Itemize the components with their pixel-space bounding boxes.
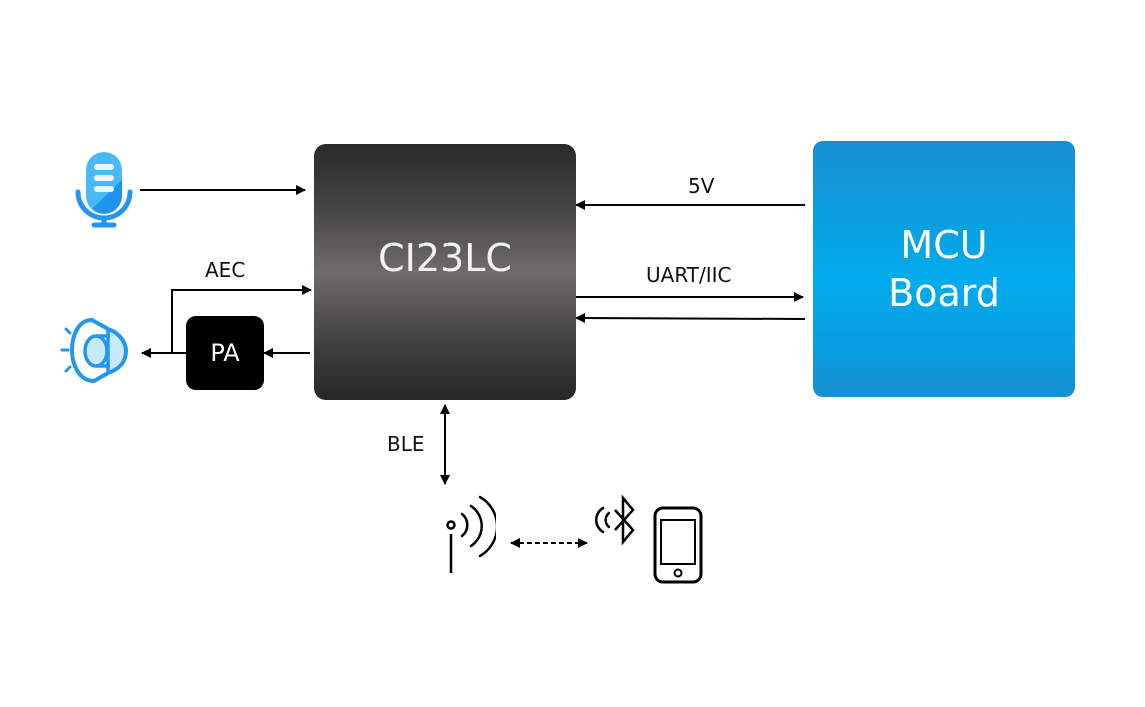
- speaker-icon: [60, 318, 128, 383]
- pa-label: PA: [210, 339, 240, 367]
- microphone-icon: [75, 152, 133, 228]
- aec-feedback-arrow: [171, 285, 312, 353]
- aec-label: AEC: [205, 258, 246, 282]
- power-label: 5V: [688, 174, 715, 198]
- chip-block: CI23LC: [314, 144, 576, 400]
- ble-label: BLE: [387, 432, 425, 456]
- bluetooth-icon: [594, 494, 635, 546]
- pa-block: PA: [186, 316, 264, 390]
- chip-label: CI23LC: [378, 236, 512, 280]
- bus-rx-arrow: [575, 313, 806, 324]
- mcu-board-block: MCU Board: [813, 141, 1075, 397]
- smartphone-icon: [653, 506, 703, 584]
- mcu-label-line2: Board: [888, 271, 1000, 315]
- bus-label: UART/IIC: [646, 263, 732, 287]
- mcu-label-line1: MCU: [900, 223, 988, 267]
- antenna-icon: [446, 495, 496, 573]
